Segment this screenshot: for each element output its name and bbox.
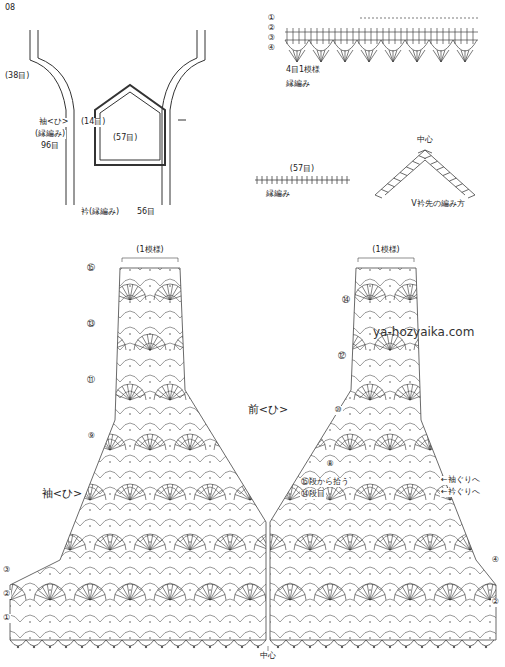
chart-label: 中心 <box>259 652 277 661</box>
chart-label: 縁編み <box>265 190 291 199</box>
chart-label: ⑧ <box>325 460 334 469</box>
chart-label: ② <box>491 598 500 607</box>
chart-label: (57目) <box>112 134 138 143</box>
chart-label: ② <box>267 24 276 33</box>
chart-label: ←衿ぐりへ <box>440 488 481 497</box>
chart-label: ←袖ぐりへ <box>440 476 481 485</box>
chart-label: (縁編み) <box>34 130 66 139</box>
v-neck-chart <box>255 150 475 198</box>
chart-label: 4目1模様 <box>285 66 321 75</box>
watermark: ya-hozyaika.com <box>372 326 475 339</box>
chart-label: (57目) <box>289 165 315 174</box>
chart-label: 縁編み <box>285 80 311 89</box>
chart-label: ⑮ <box>86 264 96 273</box>
chart-label: ① <box>267 14 276 23</box>
chart-label: (1模様) <box>371 246 400 255</box>
chart-label: (38目) <box>4 72 30 81</box>
chart-label: ⑨ <box>87 432 96 441</box>
chart-label: ③ <box>267 34 276 43</box>
chart-label: ③ <box>2 566 11 575</box>
chart-label: ⑪ <box>86 376 96 385</box>
chart-label: 96目 <box>40 142 60 151</box>
chart-label: (1模様) <box>135 246 164 255</box>
chart-label: ① <box>2 614 11 623</box>
chart-label: 衿(縁編み) <box>80 208 120 217</box>
front-piece-chart <box>0 258 505 651</box>
chart-label: ④ <box>267 44 276 53</box>
chart-label: 袖<ひ> <box>41 488 83 500</box>
chart-label: 前<ひ> <box>247 404 289 416</box>
edging-chart <box>285 18 478 62</box>
chart-label: (14目) <box>80 118 106 127</box>
chart-label: 袖<ひ> <box>38 118 69 127</box>
chart-label: 08 <box>4 4 16 13</box>
chart-label: V衿先の編み方 <box>410 200 465 209</box>
chart-label: ⑩ <box>333 406 342 415</box>
chart-label: ⑬ <box>86 320 96 329</box>
chart-label: ⑫ <box>337 352 347 361</box>
chart-label: ④ <box>491 556 500 565</box>
chart-label: ⑭段目 <box>300 490 326 499</box>
chart-label: ② <box>2 590 11 599</box>
garment-schematic <box>30 30 205 205</box>
chart-label: ⑭ <box>341 296 351 305</box>
chart-label: 中心 <box>416 136 434 145</box>
chart-label: ⑮段から拾う <box>300 478 350 487</box>
chart-label: 56目 <box>136 208 156 217</box>
